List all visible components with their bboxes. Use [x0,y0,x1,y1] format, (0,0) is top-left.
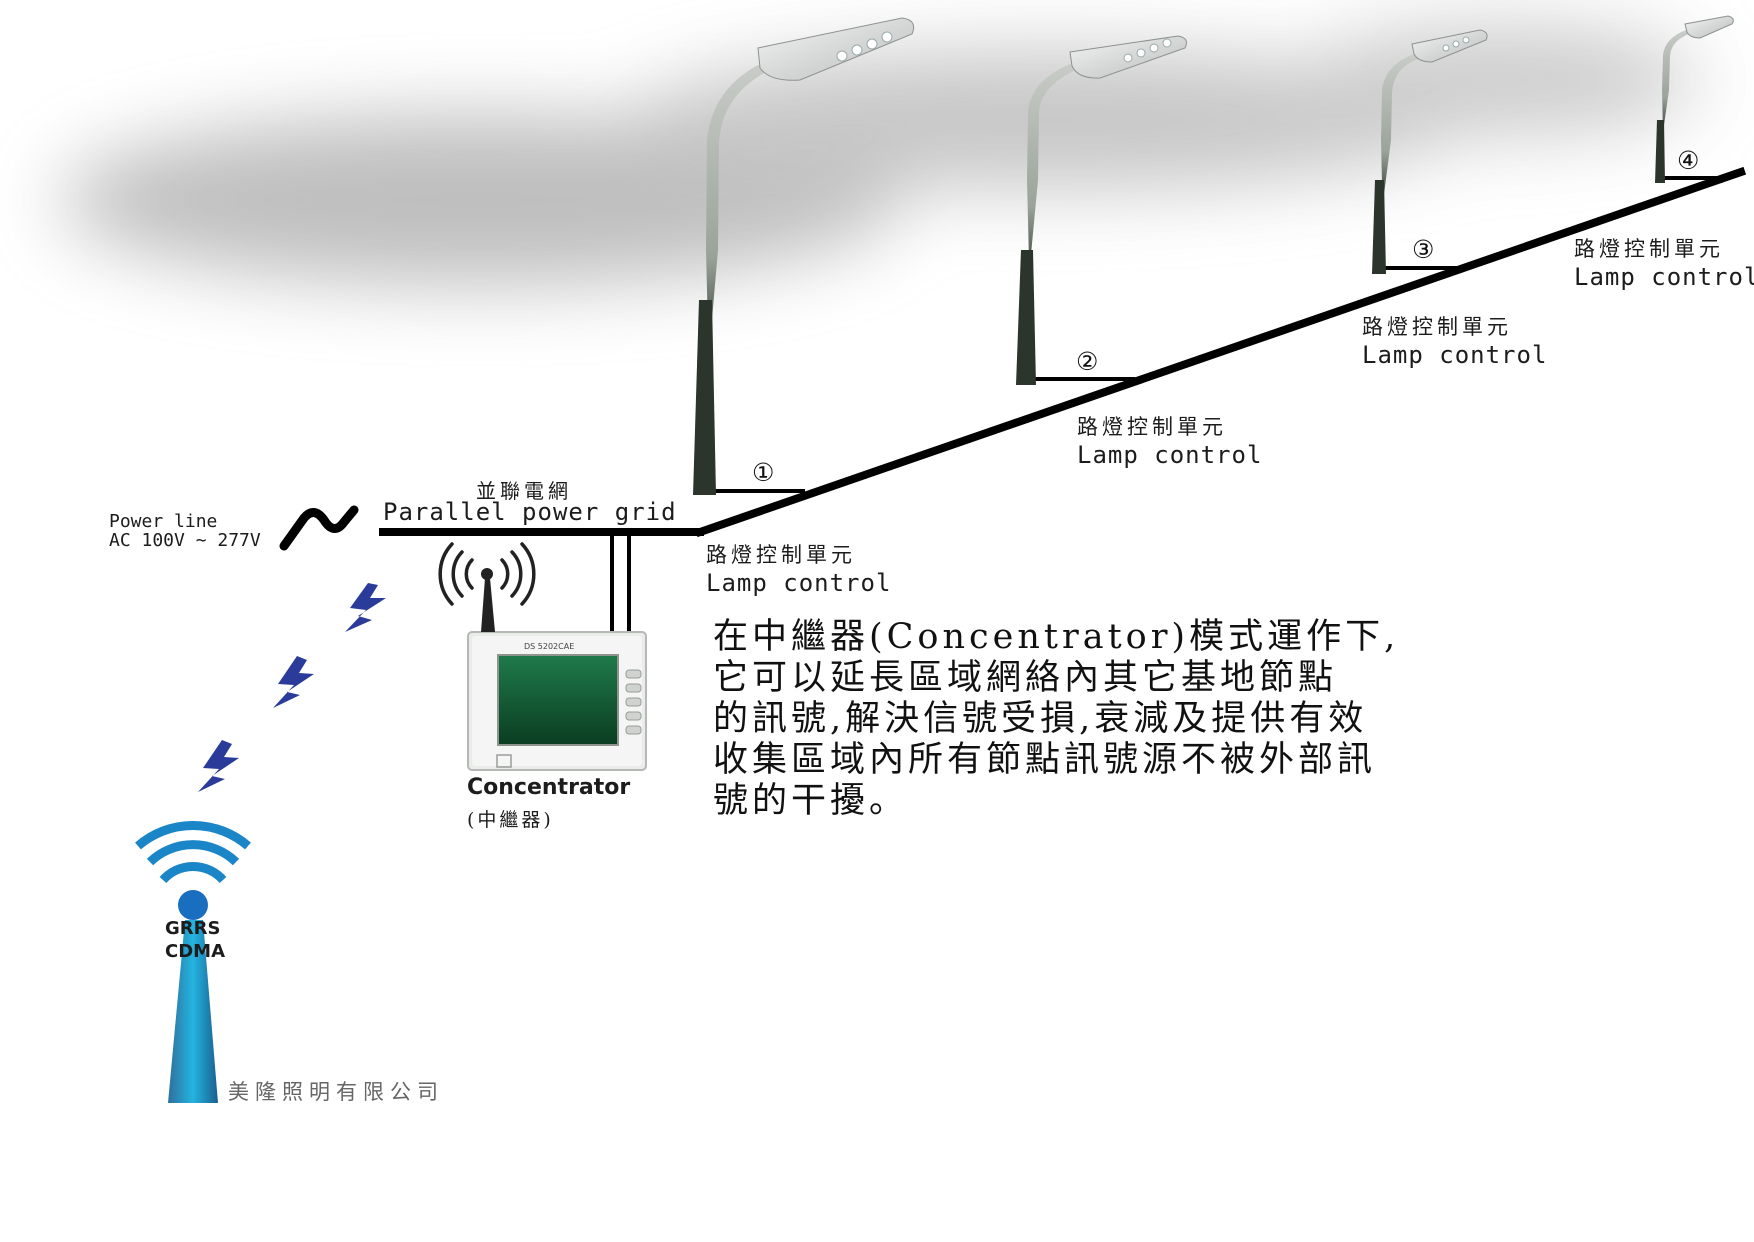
node-number-1: ① [752,458,775,487]
description-line-5: 號的干擾。 [713,781,909,821]
power-line-voltage: AC 100V ~ 277V [109,530,261,551]
cellular-tower-icon [135,820,251,1103]
tower-label: GRRS CDMA [165,917,225,963]
power-line-label: Power line AC 100V ~ 277V [109,512,261,550]
tower-label-line1: GRRS [165,918,221,939]
concentrator-label: Concentrator [467,775,631,800]
lamp-control-label-2: 路燈控制單元 Lamp control [1077,411,1262,469]
ac-wave-icon [279,505,359,551]
concentrator-model-text: DS 5202CAE [524,642,574,651]
lamp-control-en-4: Lamp control [1574,263,1754,291]
sky-shading [60,25,1700,285]
street-lamp-4 [1655,15,1734,183]
lamp-control-label-4: 路燈控制單元 Lamp control [1574,233,1754,291]
grid-label-zh: 並聯電網 [476,479,572,503]
lamp-control-label-3: 路燈控制單元 Lamp control [1362,311,1547,369]
lamp-control-en-3: Lamp control [1362,341,1548,369]
concentrator-connection-lines [610,536,631,632]
lamp-branch-lines [712,176,1722,493]
node-number-2: ② [1076,347,1099,376]
wireless-signal-lightning-icons [198,583,386,792]
node-number-4: ④ [1677,146,1700,175]
tower-label-line2: CDMA [165,941,225,962]
description-line-1: 在中繼器(Concentrator)模式運作下, [713,617,1400,657]
concentrator-label-zh: (中繼器) [467,809,554,831]
node-number-3: ③ [1412,235,1435,264]
lamp-control-zh-1: 路燈控制單元 [706,543,856,567]
antenna-icon [438,542,536,632]
description-line-2: 它可以延長區域網絡內其它基地節點 [713,658,1338,698]
description-line-4: 收集區域內所有節點訊號源不被外部訊 [713,740,1377,780]
description-line-3: 的訊號,解決信號受損,衰減及提供有效 [713,699,1368,739]
lamp-control-zh-2: 路燈控制單元 [1077,415,1227,439]
street-lamp-1 [693,17,915,495]
concentrator-device: DS 5202CAE [467,631,647,771]
lamp-control-zh-4: 路燈控制單元 [1574,237,1724,261]
description-text: 在中繼器(Concentrator)模式運作下, 它可以延長區域網絡內其它基地節… [713,617,1399,822]
power-grid-lines [379,166,1747,538]
lamp-control-en-1: Lamp control [706,569,892,597]
power-line-title: Power line [109,511,218,532]
lamp-control-zh-3: 路燈控制單元 [1362,315,1512,339]
grid-label-en: Parallel power grid [383,498,677,526]
lamp-control-en-2: Lamp control [1077,441,1263,469]
company-name: 美隆照明有限公司 [228,1080,444,1104]
street-lamp-3 [1372,29,1488,274]
street-lamp-2 [1016,35,1187,385]
lamp-control-label-1: 路燈控制單元 Lamp control [706,539,891,597]
